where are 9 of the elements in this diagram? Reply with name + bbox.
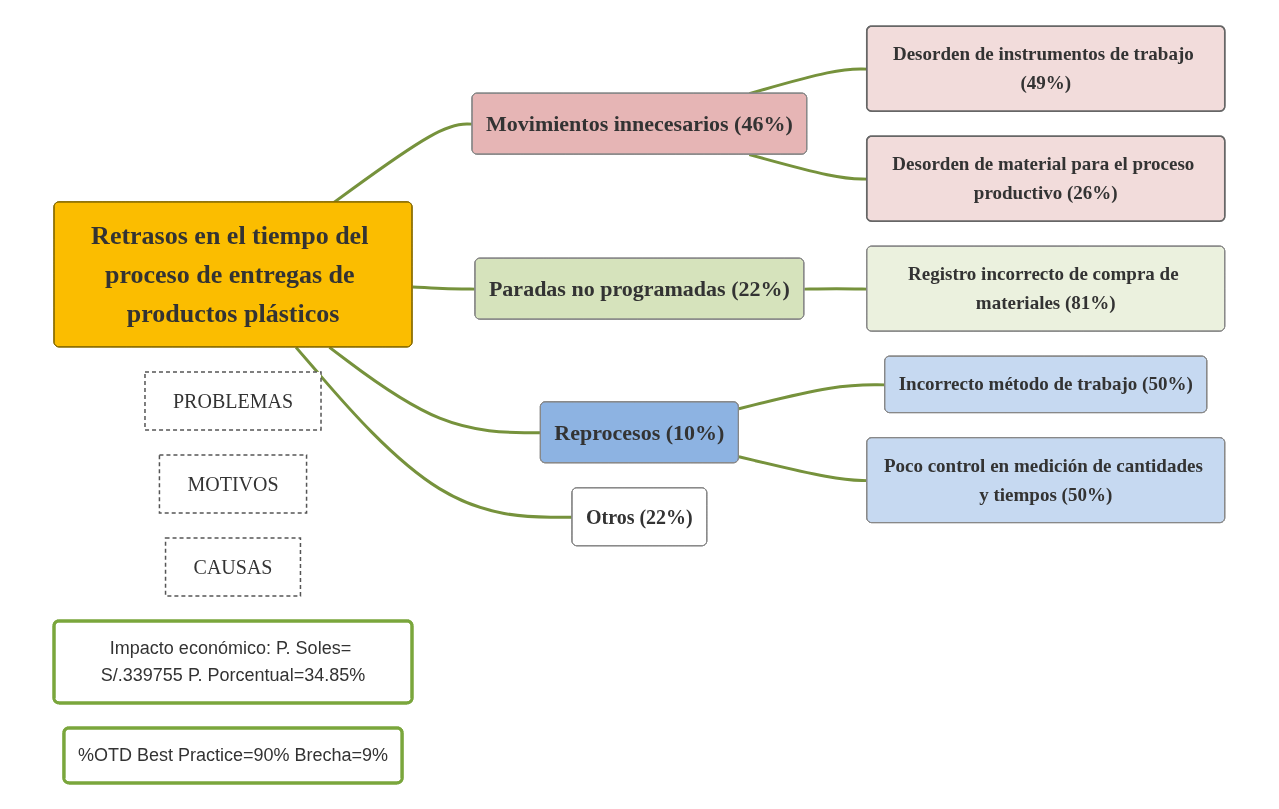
connector <box>738 455 868 483</box>
connector <box>412 285 476 291</box>
node-box: CAUSAS <box>164 537 302 597</box>
node-box: PROBLEMAS <box>144 371 322 431</box>
connector <box>328 346 541 435</box>
connector <box>804 287 868 291</box>
connector <box>738 383 886 411</box>
node-box: MOTIVOS <box>158 454 308 514</box>
connector <box>295 346 573 519</box>
